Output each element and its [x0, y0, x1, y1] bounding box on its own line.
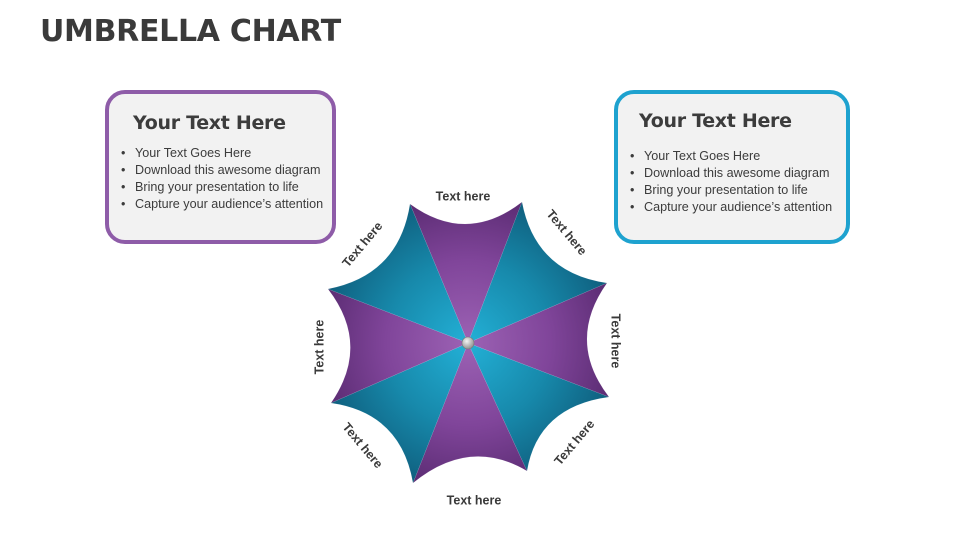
- umbrella-segment-2: [467, 201, 608, 344]
- umbrella-segment-8: [327, 203, 469, 344]
- segment-label: Text here: [436, 189, 491, 203]
- bullet-list: Your Text Goes Here Download this awesom…: [119, 145, 323, 213]
- segment-label: Text here: [552, 417, 598, 468]
- bullet-item: Capture your audience’s attention: [119, 196, 323, 213]
- segment-label: Text here: [340, 420, 386, 471]
- card-heading: Your Text Here: [133, 112, 286, 134]
- bullet-item: Download this awesome diagram: [119, 162, 323, 179]
- umbrella-segment-5: [412, 342, 528, 484]
- umbrella-segment-6: [330, 342, 469, 484]
- bullet-list: Your Text Goes Here Download this awesom…: [628, 148, 832, 216]
- bullet-item: Your Text Goes Here: [119, 145, 323, 162]
- bullet-item: Bring your presentation to life: [628, 182, 832, 199]
- umbrella-segment-1: [409, 201, 523, 344]
- segment-label: Text here: [447, 493, 502, 507]
- umbrella-segment-4: [467, 342, 610, 472]
- text-card-right: Your Text Here Your Text Goes Here Downl…: [614, 90, 850, 244]
- card-heading: Your Text Here: [639, 110, 792, 132]
- bullet-item: Download this awesome diagram: [628, 165, 832, 182]
- segment-label: Text here: [609, 314, 623, 369]
- text-card-left: Your Text Here Your Text Goes Here Downl…: [105, 90, 336, 244]
- bullet-item: Capture your audience’s attention: [628, 199, 832, 216]
- bullet-item: Your Text Goes Here: [628, 148, 832, 165]
- bullet-item: Bring your presentation to life: [119, 179, 323, 196]
- segment-label: Text here: [312, 320, 326, 375]
- umbrella-hub: [461, 336, 475, 350]
- umbrella-segment-3: [467, 282, 610, 398]
- segment-label: Text here: [340, 219, 386, 270]
- umbrella-segment-7: [327, 288, 469, 404]
- page-title: UMBRELLA CHART: [40, 14, 341, 49]
- segment-label: Text here: [544, 207, 590, 258]
